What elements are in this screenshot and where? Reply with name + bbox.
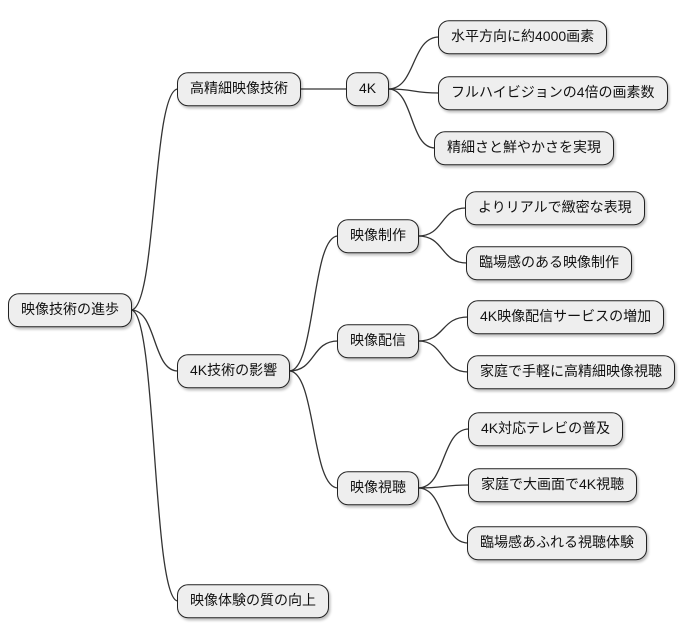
mindmap-node-realistic: よりリアルで緻密な表現	[465, 191, 645, 225]
mindmap-node-vivid: 精細さと鮮やかさを実現	[434, 131, 614, 165]
mindmap-edge-4k-vivid	[388, 88, 436, 149]
mindmap-node-production: 映像制作	[337, 219, 419, 253]
mindmap-edge-root-quality-up	[130, 309, 179, 602]
mindmap-edge-viewing-tv-spread	[417, 428, 470, 489]
mindmap-node-experience: 臨場感あふれる視聴体験	[467, 526, 647, 560]
mindmap-node-hd-tech: 高精細映像技術	[177, 72, 301, 106]
mindmap-node-root: 映像技術の進歩	[8, 293, 132, 327]
mindmap-edge-4k-impact-viewing	[289, 370, 339, 489]
mindmap-node-presence-prod: 臨場感のある映像制作	[466, 246, 632, 280]
mindmap-edge-viewing-big-screen	[417, 484, 470, 489]
mindmap-node-quality-up: 映像体験の質の向上	[177, 584, 329, 618]
mindmap-node-viewing: 映像視聴	[337, 471, 419, 505]
mindmap-node-home-hd: 家庭で手軽に高精細映像視聴	[467, 355, 675, 389]
mindmap-edge-4k-impact-distribution	[289, 340, 339, 372]
mindmap-edge-4k-impact-production	[288, 235, 339, 372]
mindmap-edge-production-presence-prod	[417, 235, 468, 264]
mindmap-node-services: 4K映像配信サービスの増加	[467, 300, 665, 334]
mindmap-edge-viewing-experience	[417, 487, 469, 544]
mindmap-node-big-screen: 家庭で大画面で4K視聴	[468, 468, 638, 502]
mindmap-edge-distribution-services	[417, 316, 469, 342]
mindmap-node-tv-spread: 4K対応テレビの普及	[468, 412, 624, 446]
mindmap-node-fullhd-4x: フルハイビジョンの4倍の画素数	[438, 76, 668, 110]
mindmap-edge-root-hd-tech	[130, 88, 179, 311]
mindmap-edge-distribution-home-hd	[417, 340, 469, 373]
mindmap-node-pixels: 水平方向に約4000画素	[438, 20, 608, 54]
mindmap-edge-production-realistic	[417, 207, 467, 237]
mindmap-node-distribution: 映像配信	[337, 324, 419, 358]
mindmap-edge-4k-fullhd-4x	[388, 88, 440, 94]
mindmap-node-4k-impact: 4K技術の影響	[177, 354, 291, 388]
mindmap-node-4k: 4K	[346, 72, 390, 106]
mindmap-edge-root-4k-impact	[130, 309, 179, 372]
mindmap-edge-4k-pixels	[388, 36, 440, 90]
